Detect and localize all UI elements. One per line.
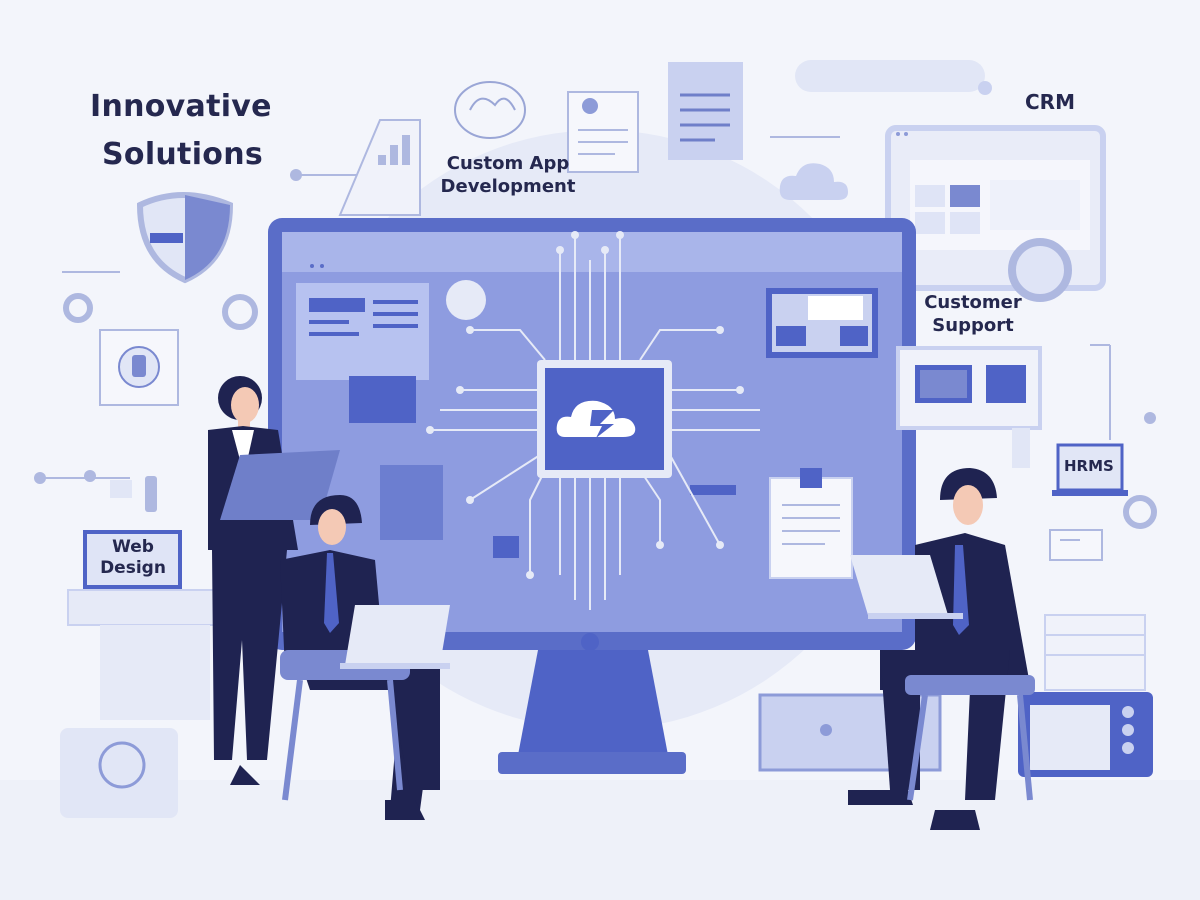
gear-icon [63,293,1157,529]
hrms-laptop [1052,344,1156,496]
circuit-lines [430,235,760,610]
headline-line-1: Innovative [90,89,272,124]
cloud-icon [779,163,848,200]
crm-window-card [885,125,1106,302]
shield-icon [136,192,234,284]
circuit-nodes [426,231,744,579]
person-seated-man-right [848,468,1035,830]
web-design-line-1: Web [112,537,154,557]
headline-line-2: Solutions [102,136,264,172]
custom-app-label: Custom App Development [438,153,578,198]
chat-icon [1049,529,1103,561]
clipboard-icon [769,468,853,579]
web-design-label: Web Design [88,537,178,580]
web-design-laptop [60,530,259,818]
device-panel [34,271,179,512]
custom-app-line-1: Custom App [446,153,570,174]
hrms-label: HRMS [1064,457,1114,475]
customer-support-panel [896,346,1042,468]
person-standing-woman [208,376,340,785]
crm-label: CRM [1025,90,1075,114]
document-icon [567,62,743,173]
custom-app-line-2: Development [440,175,576,197]
person-seated-man-left [280,495,450,820]
customer-support-label: Customer Support [918,292,1028,337]
lightbulb-icon [454,81,526,139]
web-design-line-2: Design [100,558,166,579]
headline: Innovative Solutions [90,88,272,173]
customer-support-line-2: Support [932,314,1014,336]
growth-chart-card [338,119,421,216]
customer-support-line-1: Customer [924,292,1022,313]
cloud-logo-icon [537,360,672,478]
